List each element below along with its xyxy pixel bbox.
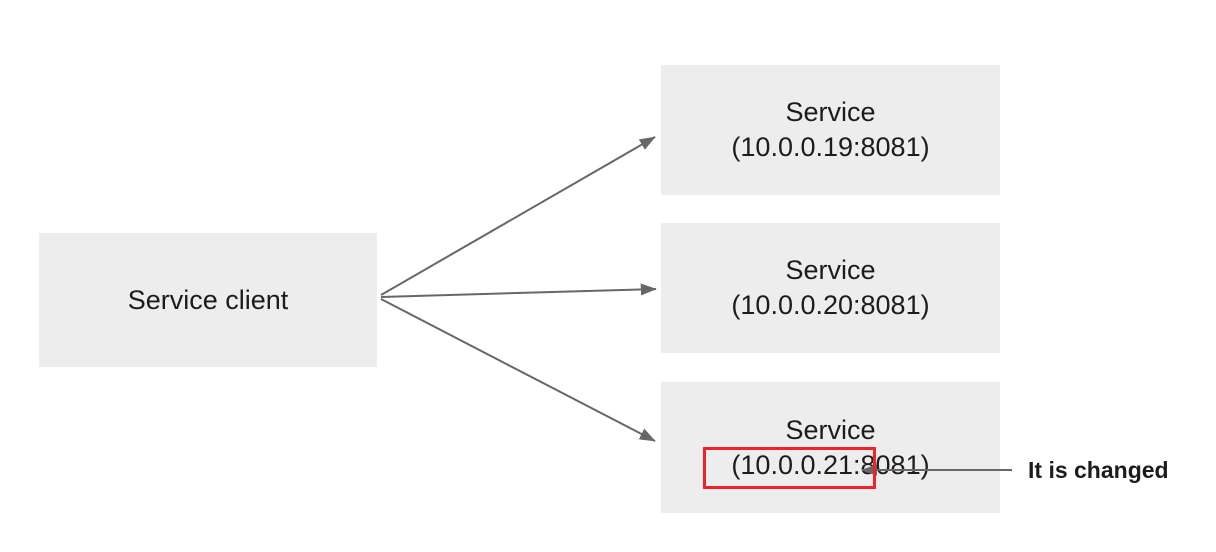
- service-box-2-address: (10.0.0.20:8081): [731, 290, 930, 320]
- annotation-label: It is changed: [1028, 457, 1169, 483]
- arrow-client-to-service-2: [380, 283, 657, 298]
- service-box-3-address: (10.0.0.21:8081): [731, 449, 930, 480]
- arrow-client-to-service-1: [380, 136, 656, 296]
- service-client-label: Service client: [127, 284, 289, 315]
- service-box-1: Service (10.0.0.19:8081): [661, 65, 1000, 195]
- service-client-box: Service client: [39, 233, 377, 367]
- service-box-2-title: Service: [785, 255, 876, 285]
- service-box-1-address: (10.0.0.19:8081): [731, 132, 930, 162]
- service-box-1-title: Service: [785, 97, 876, 127]
- service-box-3-title: Service: [785, 414, 876, 445]
- service-box-2: Service (10.0.0.20:8081): [661, 223, 1000, 353]
- service-box-3: Service (10.0.0.21:8081): [661, 382, 1000, 513]
- arrow-client-to-service-3: [380, 298, 656, 442]
